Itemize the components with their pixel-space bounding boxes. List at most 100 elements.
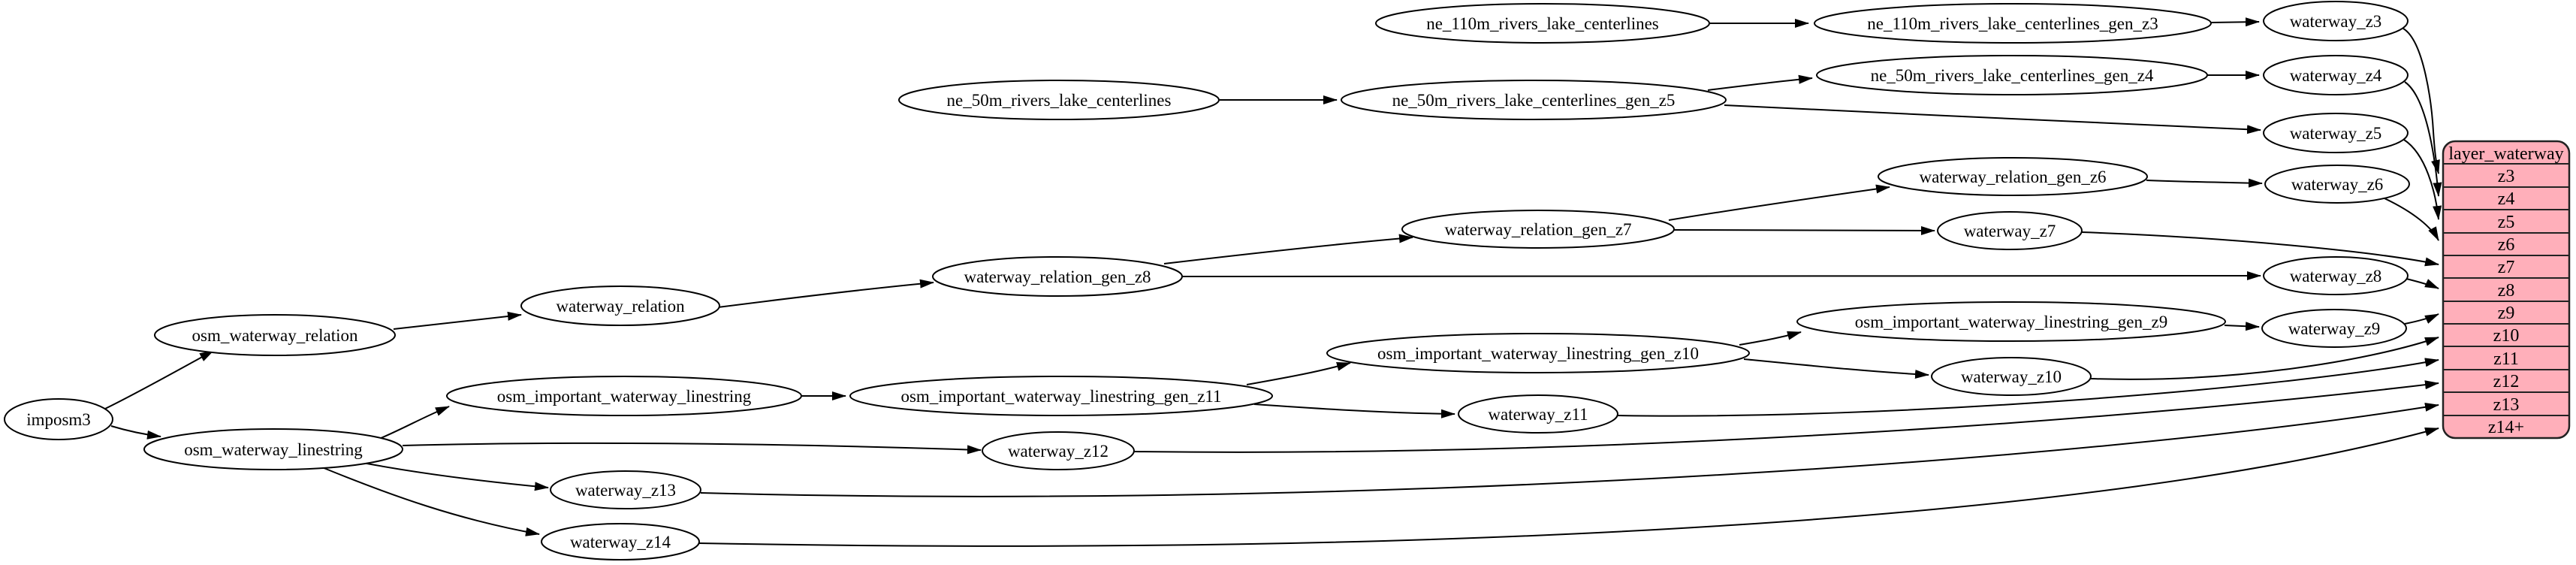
node-label: ne_50m_rivers_lake_centerlines_gen_z4 [1871,66,2154,85]
edge-gen_z5-to-gen_z4 [1707,74,1813,91]
node-label: osm_waterway_linestring [184,440,363,459]
table-row-z7: z7 [2498,258,2515,277]
edge-osm_waterway_linestring-to-waterway_z12 [402,442,982,455]
node-label: waterway_z11 [1488,405,1588,424]
table-row-z5: z5 [2498,213,2515,232]
node-ellipse [154,314,396,356]
node-label: osm_important_waterway_linestring_gen_z9 [1855,313,2167,331]
table-row-z13: z13 [2493,395,2520,415]
node-ellipse [520,286,720,326]
node-waterway_z12: waterway_z12 [982,431,1135,470]
node-ellipse [1937,211,2083,250]
table-row-z4: z4 [2498,189,2515,209]
node-waterway_relation_gen_z8: waterway_relation_gen_z8 [932,256,1183,297]
edge-osm_waterway_linestring-to-osm_important_waterway_linestring [379,406,450,440]
table-row-z12: z12 [2493,372,2520,391]
node-label: osm_important_waterway_linestring_gen_z1… [900,387,1221,406]
node-label: ne_50m_rivers_lake_centerlines_gen_z5 [1392,91,1676,110]
table-row-z10: z10 [2493,326,2520,346]
edge-waterway_z8-to-row-z8 [2406,278,2439,289]
edge-gen_z10-to-waterway_z10 [1743,358,1929,379]
edge-waterway_z3-to-row-z3 [2403,28,2440,174]
node-waterway_z13: waterway_z13 [550,470,701,509]
node-waterway_z14: waterway_z14 [541,523,700,560]
node-osm_waterway_linestring: osm_waterway_linestring [143,428,403,470]
node-ellipse [541,523,700,560]
node-label: waterway_z9 [2288,319,2381,338]
edge-imposm3-to-osm_waterway_relation [104,350,214,409]
node-label: waterway_z4 [2290,66,2382,85]
node-label: waterway_z6 [2291,175,2384,194]
edge-waterway_z9-to-row-z9 [2404,313,2439,325]
edge-gen_z11-to-waterway_z11 [1253,403,1455,418]
node-label: waterway_relation [556,297,685,316]
node-osm_waterway_relation: osm_waterway_relation [154,314,396,356]
edge-waterway_z12-to-row-z12 [1133,380,2439,453]
table-row-z3: z3 [2498,167,2515,186]
table-background [2442,140,2571,440]
node-ne_50m_rivers_lake_centerlines_gen_z5: ne_50m_rivers_lake_centerlines_gen_z5 [1341,80,1727,120]
edge-waterway_z13-to-row-z13 [700,402,2439,497]
node-ellipse [849,376,1273,416]
node-waterway_z7: waterway_z7 [1937,211,2083,250]
node-label: waterway_z7 [1964,222,2056,240]
node-label: waterway_z5 [2290,124,2382,143]
edge-waterway_z6-to-row-z6 [2384,198,2439,241]
node-label: imposm3 [26,410,91,429]
edge-gen_z11-to-gen_z10 [1246,362,1351,385]
node-ne_50m_rivers_lake_centerlines_gen_z4: ne_50m_rivers_lake_centerlines_gen_z4 [1816,55,2208,95]
table-row-z14plus: z14+ [2488,418,2524,437]
node-waterway_z6: waterway_z6 [2264,165,2410,204]
table-row-z9: z9 [2498,304,2515,323]
node-ellipse [1458,394,1618,434]
edge-waterway_z5-to-row-z5 [2403,139,2442,220]
node-ellipse [2263,1,2409,41]
node-imposm3: imposm3 [4,398,113,440]
edge-osm_waterway_linestring-to-waterway_z13 [358,461,549,491]
node-waterway_z8: waterway_z8 [2263,256,2409,295]
edge-waterway_relation_gen_z7-to-waterway_z7 [1673,225,1935,235]
edge-osm_waterway_linestring-to-waterway_z14 [318,465,540,536]
node-osm_important_waterway_linestring_gen_z10: osm_important_waterway_linestring_gen_z1… [1326,333,1750,373]
edge-waterway_z14-to-row-z14 [698,427,2439,547]
edge-gen_z3-to-waterway_z3 [2210,17,2260,27]
node-label: osm_important_waterway_linestring_gen_z1… [1377,344,1699,363]
node-ne_110m_rivers_lake_centerlines_gen_z3: ne_110m_rivers_lake_centerlines_gen_z3 [1814,3,2212,44]
node-waterway_z10: waterway_z10 [1931,357,2092,396]
node-ellipse [982,431,1135,470]
node-waterway_z9: waterway_z9 [2261,309,2407,348]
edge-waterway_z10-to-row-z10 [2090,337,2439,380]
node-label: ne_110m_rivers_lake_centerlines [1426,14,1659,33]
edge-waterway_z4-to-row-z4 [2404,81,2442,197]
node-ellipse [1326,333,1750,373]
node-waterway_z5: waterway_z5 [2263,113,2409,153]
table-row-z11: z11 [2493,349,2519,369]
node-label: waterway_z12 [1008,442,1109,461]
node-label: ne_110m_rivers_lake_centerlines_gen_z3 [1867,14,2158,33]
node-label: osm_waterway_relation [192,326,358,345]
node-ellipse [2261,309,2407,348]
edge-waterway_relation_gen_z6-to-waterway_z6 [2146,178,2263,188]
node-ellipse [2263,113,2409,153]
edges [104,17,2442,547]
node-label: waterway_z3 [2290,12,2382,31]
edge-osm_waterway_relation-to-waterway_relation [393,311,522,330]
edge-gen_z5-to-waterway_z5 [1724,104,2261,134]
node-ellipse [4,398,113,440]
edge-waterway_relation_gen_z7-to-waterway_relation_gen_z6 [1668,184,1890,221]
node-label: ne_50m_rivers_lake_centerlines [947,91,1172,110]
nodes: imposm3 osm_waterway_relation osm_waterw… [4,1,2410,560]
node-label: osm_important_waterway_linestring [497,387,752,406]
node-ellipse [2264,165,2410,204]
edge-waterway_z7-to-row-z7 [2081,231,2439,267]
node-ellipse [1401,210,1675,249]
node-ne_110m_rivers_lake_centerlines: ne_110m_rivers_lake_centerlines [1375,3,1710,44]
node-ne_50m_rivers_lake_centerlines: ne_50m_rivers_lake_centerlines [898,80,1220,120]
edge-waterway_z11-to-row-z11 [1617,358,2439,417]
edge-waterway_relation-to-waterway_relation_gen_z8 [717,279,934,308]
node-label: waterway_relation_gen_z7 [1444,220,1631,239]
node-ellipse [1814,3,2212,44]
node-label: waterway_relation_gen_z8 [964,267,1151,286]
